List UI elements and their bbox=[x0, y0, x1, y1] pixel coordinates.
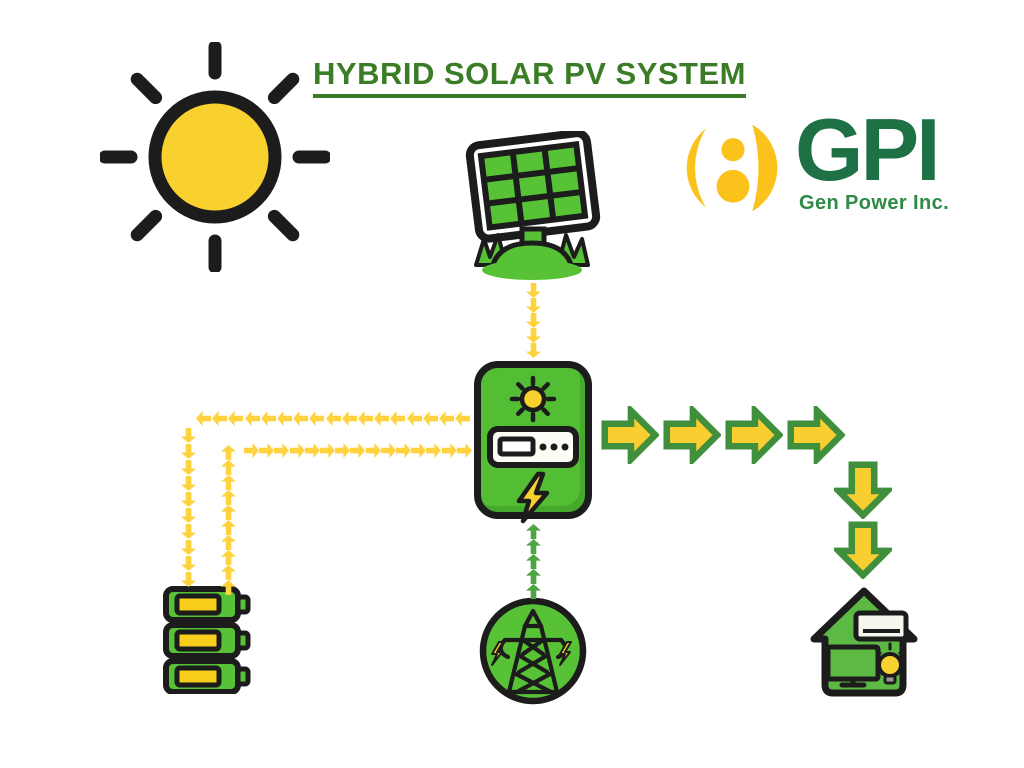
inverter-sun-icon bbox=[506, 375, 560, 423]
inverter-display bbox=[487, 426, 579, 468]
flow-arrow-inverter-to-battery-vertical bbox=[181, 444, 196, 459]
flow-arrow-inverter-to-battery-horizontal bbox=[309, 411, 325, 426]
flow-arrow-inverter-to-house-vertical bbox=[834, 461, 892, 519]
solar-panel-icon bbox=[458, 131, 606, 283]
flow-arrow-grid-to-inverter bbox=[526, 539, 541, 554]
flow-arrow-battery-to-inverter-horizontal bbox=[335, 443, 351, 458]
flow-arrow-battery-to-inverter-horizontal bbox=[456, 443, 472, 458]
flow-arrow-inverter-to-battery-vertical bbox=[181, 492, 196, 507]
sun-icon bbox=[100, 42, 330, 272]
flow-arrow-inverter-to-battery-horizontal bbox=[293, 411, 309, 426]
flow-arrow-battery-to-inverter-vertical bbox=[221, 520, 236, 535]
flow-arrow-battery-to-inverter-vertical bbox=[221, 445, 236, 460]
flow-arrow-inverter-to-battery-horizontal bbox=[406, 411, 422, 426]
flow-arrow-battery-to-inverter-vertical bbox=[221, 460, 236, 475]
flow-arrow-inverter-to-battery-horizontal bbox=[228, 411, 244, 426]
flow-arrow-solar-to-inverter bbox=[526, 298, 541, 313]
flow-arrow-battery-to-inverter-horizontal bbox=[441, 443, 457, 458]
flow-arrow-battery-to-inverter-horizontal bbox=[396, 443, 411, 458]
page-title: HYBRID SOLAR PV SYSTEM bbox=[313, 56, 746, 98]
flow-arrow-solar-to-inverter bbox=[526, 343, 541, 358]
flow-arrow-inverter-to-house-horizontal bbox=[663, 406, 721, 464]
flow-arrow-battery-to-inverter-horizontal bbox=[380, 443, 396, 458]
flow-arrow-inverter-to-battery-vertical bbox=[181, 524, 196, 539]
flow-arrow-battery-to-inverter-horizontal bbox=[350, 443, 366, 458]
flow-arrow-grid-to-inverter bbox=[526, 584, 541, 599]
flow-arrow-inverter-to-house-horizontal bbox=[601, 406, 659, 464]
flow-arrow-battery-to-inverter-vertical bbox=[221, 505, 236, 520]
flow-arrow-inverter-to-battery-horizontal bbox=[439, 411, 454, 426]
flow-arrow-battery-to-inverter-horizontal bbox=[320, 443, 335, 458]
flow-arrow-battery-to-inverter-vertical bbox=[221, 490, 236, 505]
flow-arrow-solar-to-inverter bbox=[526, 328, 541, 343]
flow-arrow-inverter-to-battery-horizontal bbox=[325, 411, 341, 426]
logo-acronym: GPI bbox=[795, 100, 941, 199]
flow-arrow-inverter-to-battery-horizontal bbox=[196, 411, 211, 426]
flow-arrow-grid-to-inverter bbox=[526, 569, 541, 584]
flow-arrow-battery-to-inverter-horizontal bbox=[411, 443, 427, 458]
house-loads-icon bbox=[806, 583, 922, 707]
flow-arrow-inverter-to-battery-vertical bbox=[181, 540, 196, 555]
logo-company-name: Gen Power Inc. bbox=[799, 191, 950, 214]
flow-arrow-inverter-to-battery-horizontal bbox=[422, 411, 438, 426]
battery-bank-icon bbox=[162, 586, 254, 694]
hybrid-inverter-icon bbox=[474, 361, 592, 524]
flow-arrow-inverter-to-house-horizontal bbox=[787, 406, 845, 464]
flow-arrow-battery-to-inverter-vertical bbox=[221, 475, 236, 490]
flow-arrow-battery-to-inverter-vertical bbox=[221, 580, 236, 595]
flow-arrow-inverter-to-battery-horizontal bbox=[390, 411, 406, 426]
flow-arrow-grid-to-inverter bbox=[526, 524, 541, 539]
flow-arrow-battery-to-inverter-horizontal bbox=[274, 443, 290, 458]
flow-arrow-inverter-to-battery-horizontal bbox=[212, 411, 228, 426]
flow-arrow-inverter-to-battery-horizontal bbox=[374, 411, 390, 426]
company-logo: GPI Gen Power Inc. bbox=[679, 100, 950, 221]
flow-arrow-inverter-to-battery-vertical bbox=[181, 508, 196, 523]
flow-arrow-inverter-to-house-vertical bbox=[834, 521, 892, 579]
flow-arrow-solar-to-inverter bbox=[526, 313, 541, 328]
flow-arrow-inverter-to-battery-horizontal bbox=[260, 411, 276, 426]
flow-arrow-inverter-to-battery-vertical bbox=[181, 428, 196, 443]
flow-arrow-battery-to-inverter-vertical bbox=[221, 550, 236, 565]
flow-arrow-solar-to-inverter bbox=[526, 283, 541, 298]
flow-arrow-battery-to-inverter-horizontal bbox=[259, 443, 275, 458]
flow-arrow-battery-to-inverter-vertical bbox=[221, 535, 236, 550]
flow-arrow-inverter-to-battery-horizontal bbox=[358, 411, 373, 426]
flow-arrow-inverter-to-battery-vertical bbox=[181, 476, 196, 491]
flow-arrow-battery-to-inverter-horizontal bbox=[289, 443, 305, 458]
flow-arrow-battery-to-inverter-horizontal bbox=[426, 443, 442, 458]
flow-arrow-inverter-to-battery-horizontal bbox=[455, 411, 471, 426]
flow-arrow-battery-to-inverter-vertical bbox=[221, 565, 236, 580]
flow-arrow-inverter-to-battery-horizontal bbox=[244, 411, 260, 426]
flow-arrow-inverter-to-battery-vertical bbox=[181, 460, 196, 475]
utility-grid-tower-icon bbox=[477, 594, 589, 706]
flow-arrow-inverter-to-house-horizontal bbox=[725, 406, 783, 464]
flow-arrow-inverter-to-battery-vertical bbox=[181, 572, 196, 587]
gpi-emblem-icon bbox=[679, 113, 787, 221]
flow-arrow-inverter-to-battery-horizontal bbox=[341, 411, 357, 426]
flow-arrow-battery-to-inverter-horizontal bbox=[244, 443, 259, 458]
flow-arrow-grid-to-inverter bbox=[526, 554, 541, 569]
flow-arrow-battery-to-inverter-horizontal bbox=[304, 443, 320, 458]
flow-arrow-inverter-to-battery-horizontal bbox=[277, 411, 292, 426]
flow-arrow-inverter-to-battery-vertical bbox=[181, 556, 196, 571]
inverter-bolt-icon bbox=[512, 471, 554, 525]
flow-arrow-battery-to-inverter-horizontal bbox=[365, 443, 381, 458]
